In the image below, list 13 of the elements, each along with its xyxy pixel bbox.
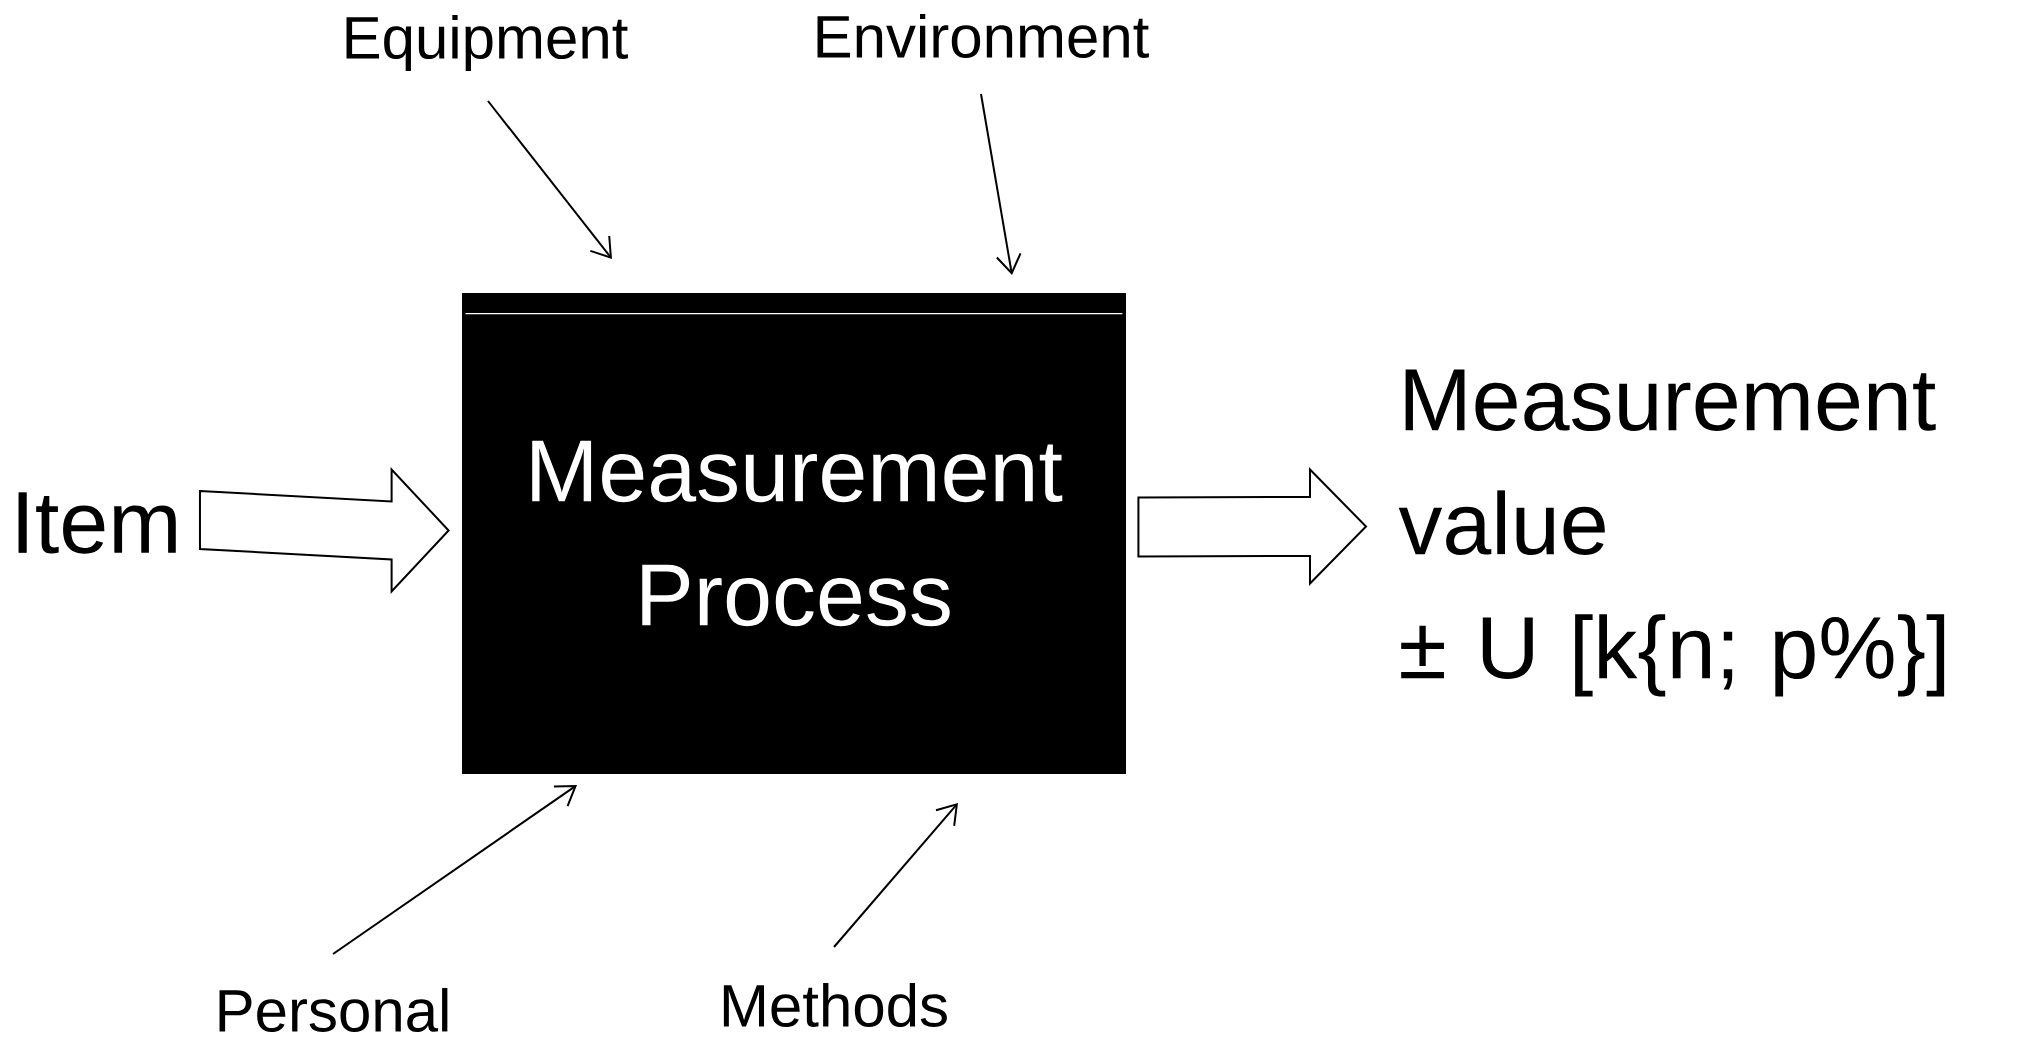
factor-label: Equipment — [346, 15, 628, 71]
arrow — [980, 93, 1022, 275]
factor-label: Personal — [219, 987, 448, 1033]
block-arrow — [1137, 467, 1368, 586]
factor-label: Environment — [817, 13, 1149, 59]
arrow — [332, 785, 577, 955]
block-arrow — [198, 466, 450, 595]
process-box: Measurement Process — [462, 293, 1126, 774]
arrow — [833, 803, 958, 948]
output-text: Measurement value ± U [k{n; p%}] — [1398, 369, 1945, 697]
input-label: Item — [18, 492, 176, 554]
factor-label: Methods — [723, 982, 947, 1028]
arrow — [487, 100, 612, 259]
